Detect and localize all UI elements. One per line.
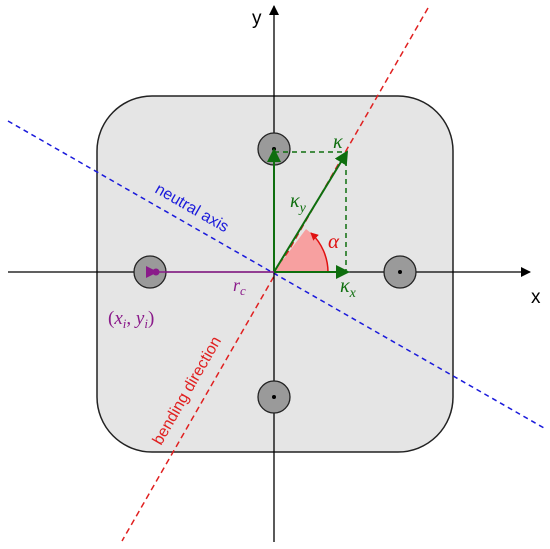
rebar-bottom-center	[272, 395, 276, 399]
kappa-x-subscript: x	[349, 286, 357, 301]
fiber-coordinates-label: (xi, yi)	[108, 308, 154, 331]
coord-y-subscript: i	[144, 316, 148, 331]
kappa-x-label: κx	[340, 275, 357, 301]
coord-open: (	[108, 308, 114, 329]
kappa-x-base: κ	[340, 275, 350, 297]
fiber-marker	[146, 266, 158, 278]
alpha-angle-arc	[310, 232, 329, 273]
coord-x: x	[113, 308, 123, 329]
rebar-right-center	[398, 270, 402, 274]
coord-close: )	[148, 308, 154, 329]
bending-direction-line	[121, 7, 429, 542]
kappa-y-base: κ	[290, 190, 300, 212]
neutral-axis-line	[7, 120, 545, 429]
fiber-point	[152, 268, 160, 276]
radius-base: r	[233, 275, 241, 295]
coord-x-subscript: i	[123, 316, 127, 331]
y-axis-label: y	[252, 8, 262, 29]
alpha-label: α	[328, 229, 340, 253]
kappa-label: κ	[333, 131, 343, 153]
radius-subscript: c	[240, 283, 246, 298]
kappa-y-label: κy	[290, 190, 307, 216]
kappa-y-subscript: y	[298, 201, 307, 216]
kappa-vector	[273, 150, 349, 273]
coord-sep: ,	[126, 308, 136, 329]
coord-y: y	[134, 308, 145, 329]
x-axis-label: x	[531, 287, 541, 308]
radius-label: rc	[233, 275, 246, 298]
